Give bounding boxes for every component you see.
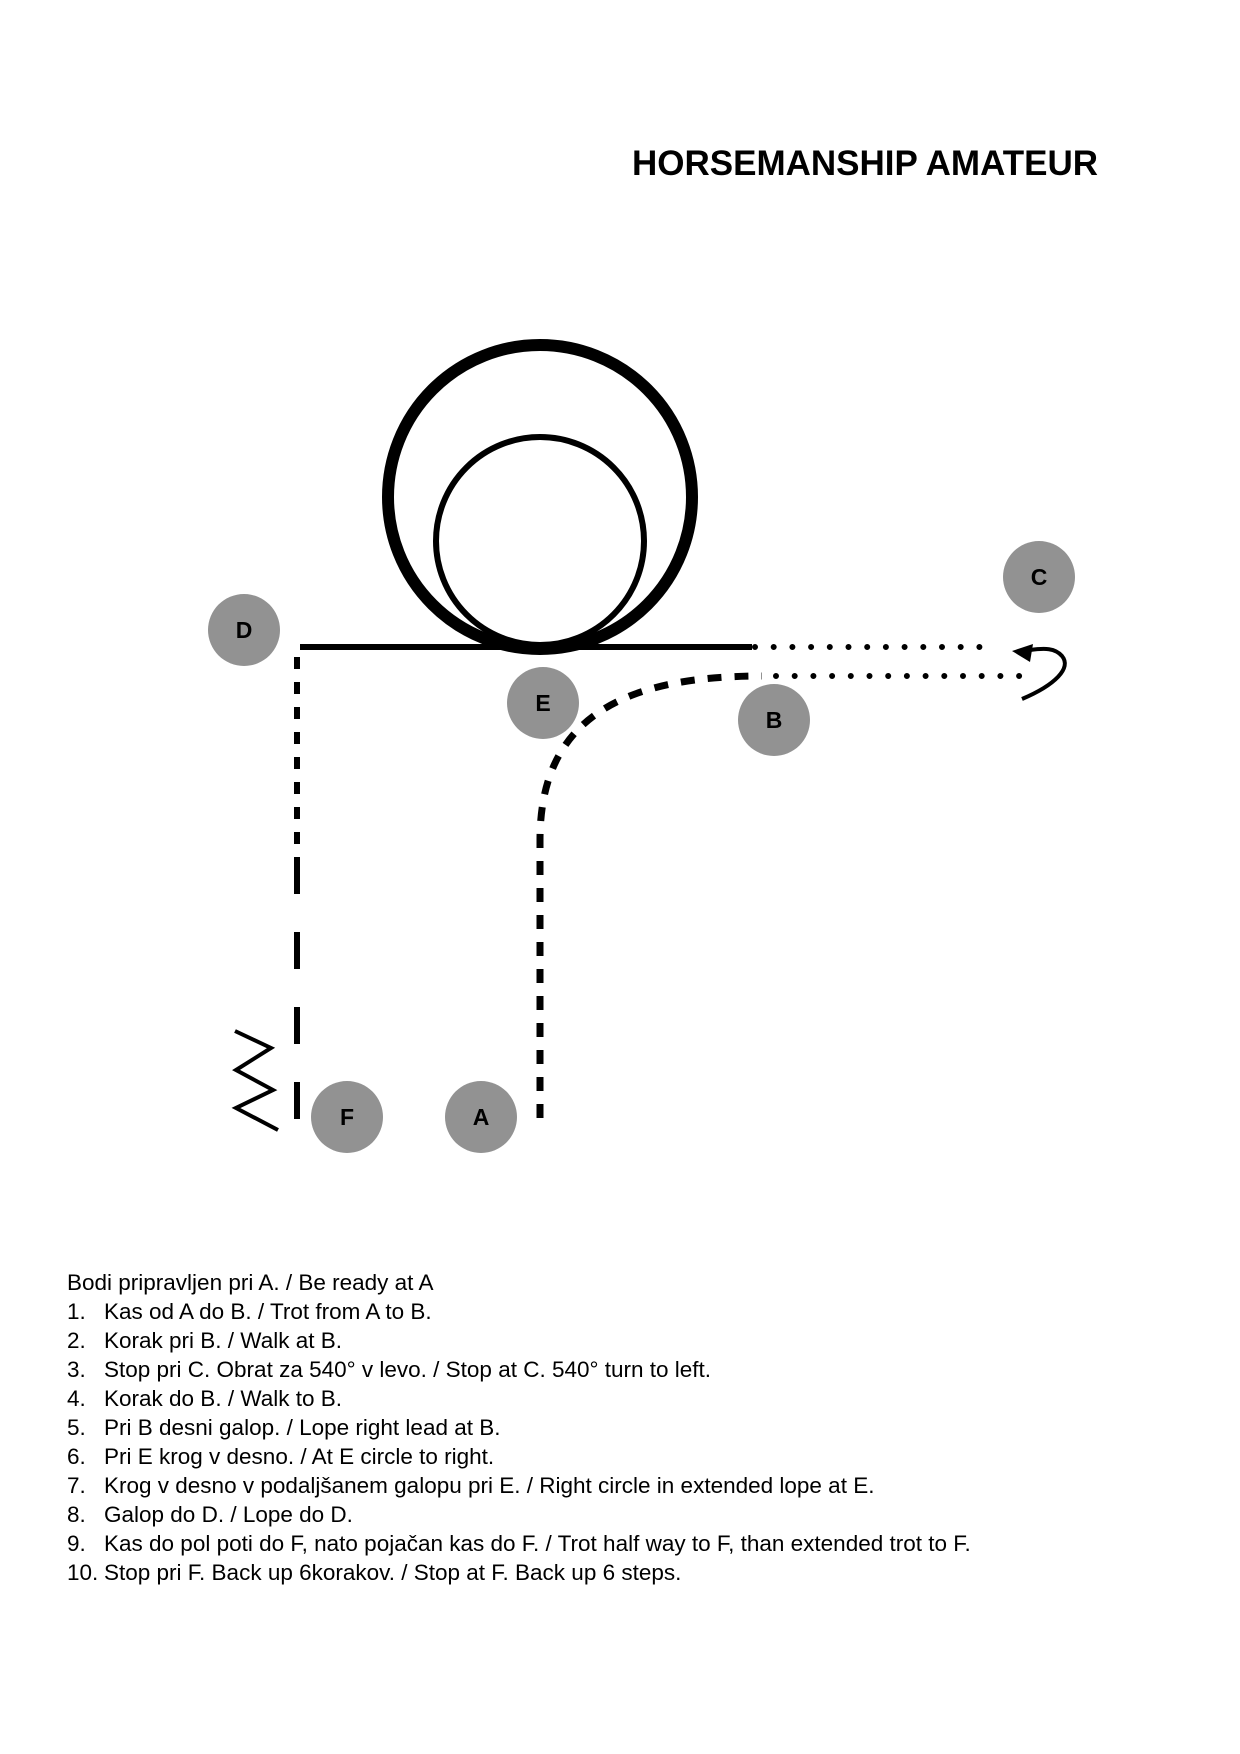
marker-b: B [738,684,810,756]
step-text: Korak do B. / Walk to B. [104,1386,343,1411]
step-text: Stop pri F. Back up 6korakov. / Stop at … [104,1560,682,1585]
step-text: Pri B desni galop. / Lope right lead at … [104,1415,501,1440]
step-item: 5. Pri B desni galop. / Lope right lead a… [67,1413,971,1442]
marker-label: A [473,1104,490,1130]
marker-label: F [340,1104,354,1130]
small-circle-path [433,434,647,648]
pattern-title: HORSEMANSHIP AMATEUR [632,144,1099,183]
pattern-instructions: Bodi pripravljen pri A. / Be ready at A … [67,1268,971,1587]
back-up-zigzag-icon [231,1029,279,1132]
step-number: 9. [67,1531,86,1556]
step-item: 2. Korak pri B. / Walk at B. [67,1326,971,1355]
step-text: Pri E krog v desno. / At E circle to rig… [104,1444,495,1469]
marker-d: D [208,594,280,666]
step-number: 6. [67,1444,86,1469]
step-number: 5. [67,1415,86,1440]
step-item: 3. Stop pri C. Obrat za 540° v levo. / St… [67,1355,971,1384]
marker-label: E [535,690,550,716]
step-item: 8. Galop do D. / Lope do D. [67,1500,971,1529]
step-item: 6. Pri E krog v desno. / At E circle to r… [67,1442,971,1471]
marker-c: C [1003,541,1075,613]
step-item: 9. Kas do pol poti do F, nato pojačan kas… [67,1529,971,1558]
turn-arrow-icon [1021,646,1067,701]
intro-text: Bodi pripravljen pri A. / Be ready at A [67,1270,434,1295]
marker-label: D [236,617,253,643]
step-number: 4. [67,1386,86,1411]
step-number: 7. [67,1473,86,1498]
large-circle-path [382,339,698,655]
turn-arrow-head-icon [1012,644,1033,662]
step-item: 4. Korak do B. / Walk to B. [67,1384,971,1413]
step-text: Korak pri B. / Walk at B. [104,1328,342,1353]
step-number: 2. [67,1328,86,1353]
step-item: 7. Krog v desno v podaljšanem galopu pri … [67,1471,971,1500]
marker-f: F [311,1081,383,1153]
step-number: 1. [67,1299,86,1324]
step-number: 10. [67,1560,99,1585]
step-number: 8. [67,1502,86,1527]
step-text: Galop do D. / Lope do D. [104,1502,353,1527]
trot-path [536,672,763,1118]
step-number: 3. [67,1357,86,1382]
marker-e: E [507,667,579,739]
step-text: Kas od A do B. / Trot from A to B. [104,1299,432,1324]
step-item: 10.Stop pri F. Back up 6korakov. / Stop … [67,1558,971,1587]
step-text: Krog v desno v podaljšanem galopu pri E.… [104,1473,875,1498]
marker-label: B [766,707,783,733]
marker-label: C [1031,564,1048,590]
marker-a: A [445,1081,517,1153]
step-text: Stop pri C. Obrat za 540° v levo. / Stop… [104,1357,712,1382]
intro-line: Bodi pripravljen pri A. / Be ready at A [67,1268,971,1297]
step-item: 1. Kas od A do B. / Trot from A to B. [67,1297,971,1326]
step-text: Kas do pol poti do F, nato pojačan kas d… [104,1531,971,1556]
